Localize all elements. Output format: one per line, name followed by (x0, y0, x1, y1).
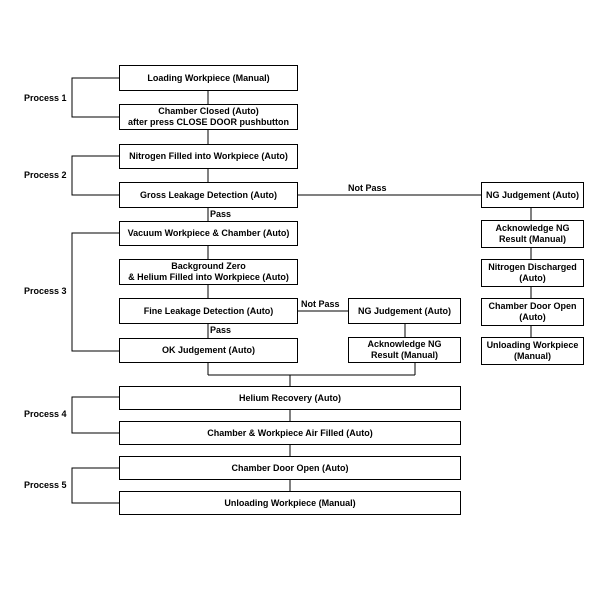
acknowledge-ng-right-box: Acknowledge NG Result (Manual) (481, 220, 584, 248)
chamber-door-open-right-box: Chamber Door Open (Auto) (481, 298, 584, 326)
ok-judgement-box: OK Judgement (Auto) (119, 338, 298, 363)
process-5-label: Process 5 (24, 480, 67, 490)
process-5-bracket (71, 467, 119, 504)
background-zero-box: Background Zero & Helium Filled into Wor… (119, 259, 298, 285)
not-pass-gross-label: Not Pass (348, 183, 387, 193)
unloading-workpiece-box: Unloading Workpiece (Manual) (119, 491, 461, 515)
process-2-label: Process 2 (24, 170, 67, 180)
air-filled-box: Chamber & Workpiece Air Filled (Auto) (119, 421, 461, 445)
helium-recovery-box: Helium Recovery (Auto) (119, 386, 461, 410)
process-1-label: Process 1 (24, 93, 67, 103)
nitrogen-filled-box: Nitrogen Filled into Workpiece (Auto) (119, 144, 298, 169)
process-4-label: Process 4 (24, 409, 67, 419)
chamber-closed-box: Chamber Closed (Auto) after press CLOSE … (119, 104, 298, 130)
pass-fine-label: Pass (210, 325, 232, 335)
fine-leakage-box: Fine Leakage Detection (Auto) (119, 298, 298, 324)
loading-workpiece-box: Loading Workpiece (Manual) (119, 65, 298, 91)
gross-leakage-box: Gross Leakage Detection (Auto) (119, 182, 298, 208)
ng-judgement-mid-box: NG Judgement (Auto) (348, 298, 461, 324)
process-3-bracket (71, 232, 119, 352)
chamber-door-open-box: Chamber Door Open (Auto) (119, 456, 461, 480)
process-1-bracket (71, 77, 119, 118)
process-3-label: Process 3 (24, 286, 67, 296)
pass-gross-label: Pass (210, 209, 232, 219)
not-pass-fine-label: Not Pass (301, 299, 340, 309)
nitrogen-discharged-box: Nitrogen Discharged (Auto) (481, 259, 584, 287)
acknowledge-ng-mid-box: Acknowledge NG Result (Manual) (348, 337, 461, 363)
process-2-bracket (71, 155, 119, 196)
unloading-workpiece-right-box: Unloading Workpiece (Manual) (481, 337, 584, 365)
vacuum-box: Vacuum Workpiece & Chamber (Auto) (119, 221, 298, 246)
ng-judgement-right-box: NG Judgement (Auto) (481, 182, 584, 208)
process-4-bracket (71, 396, 119, 434)
